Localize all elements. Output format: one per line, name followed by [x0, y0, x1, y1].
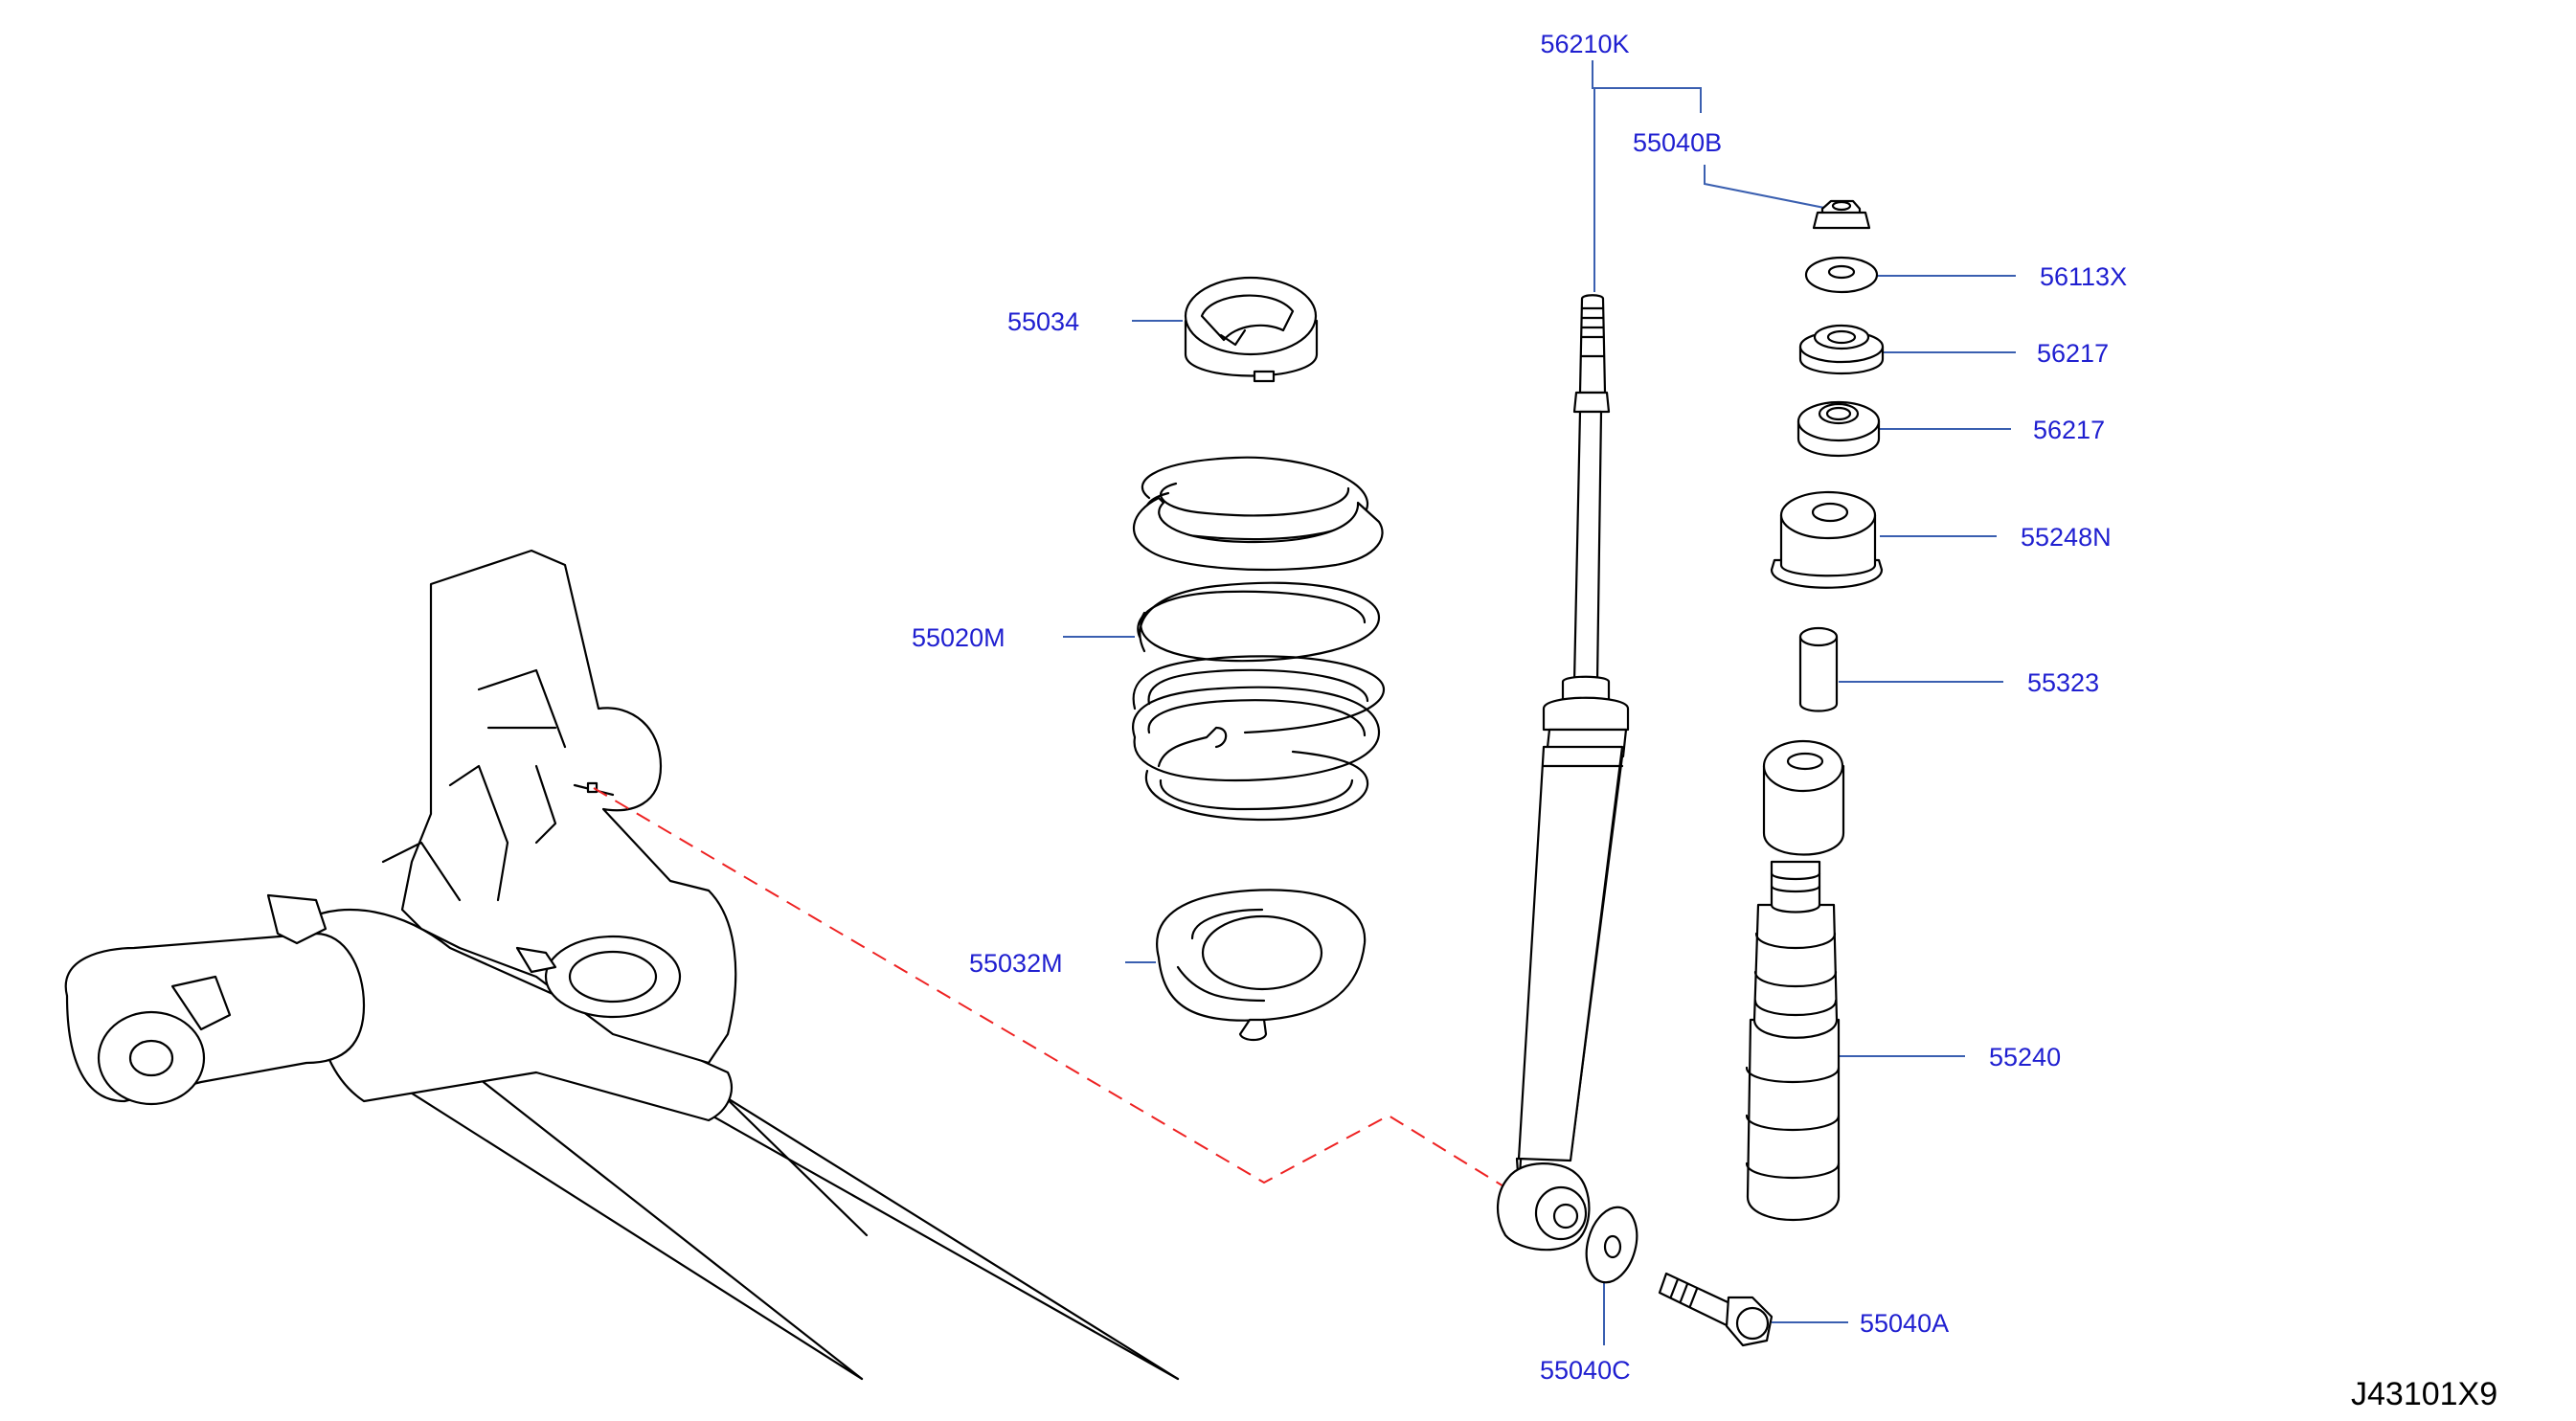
spring-seat-upper-55034 [1184, 276, 1319, 383]
bolt-55040A [1658, 1272, 1774, 1347]
rear-axle-beam [64, 549, 1180, 1381]
drawing-code: J43101X9 [2351, 1376, 2497, 1412]
shock-absorber [1496, 294, 1630, 1252]
callout-55032M: 55032M [969, 949, 1063, 978]
callout-55040B: 55040B [1633, 128, 1722, 157]
callout-55020M: 55020M [912, 623, 1006, 652]
leader-lines [1063, 60, 2016, 1345]
bushing-56217-lower [1796, 400, 1881, 458]
mount-reference-line [593, 787, 1514, 1193]
bumper-boot-55240 [1745, 739, 1845, 1221]
callout-55040C: 55040C [1540, 1356, 1631, 1385]
callout-55323: 55323 [2027, 668, 2099, 697]
callout-55248N: 55248N [2021, 523, 2112, 552]
coil-spring-55020M [1132, 456, 1386, 822]
callout-56217-lower: 56217 [2033, 416, 2105, 444]
callout-56210K: 56210K [1540, 30, 1629, 58]
callout-55240: 55240 [1989, 1043, 2061, 1071]
callout-56113X: 56113X [2040, 262, 2127, 291]
washer-56113X [1804, 256, 1879, 294]
sleeve-55323 [1798, 626, 1839, 712]
bump-cap-55248N [1770, 490, 1884, 589]
callout-55040A: 55040A [1860, 1309, 1949, 1338]
callout-labels: 56210K 55040B 56113X 56217 56217 55248N … [912, 30, 2497, 1412]
spring-seat-lower-55032M [1156, 889, 1367, 1042]
washer-55040C [1585, 1206, 1638, 1284]
nut-55040B [1812, 199, 1871, 230]
callout-56217-upper: 56217 [2037, 339, 2109, 368]
callout-55034: 55034 [1007, 307, 1079, 336]
bushing-56217-upper [1798, 324, 1885, 375]
